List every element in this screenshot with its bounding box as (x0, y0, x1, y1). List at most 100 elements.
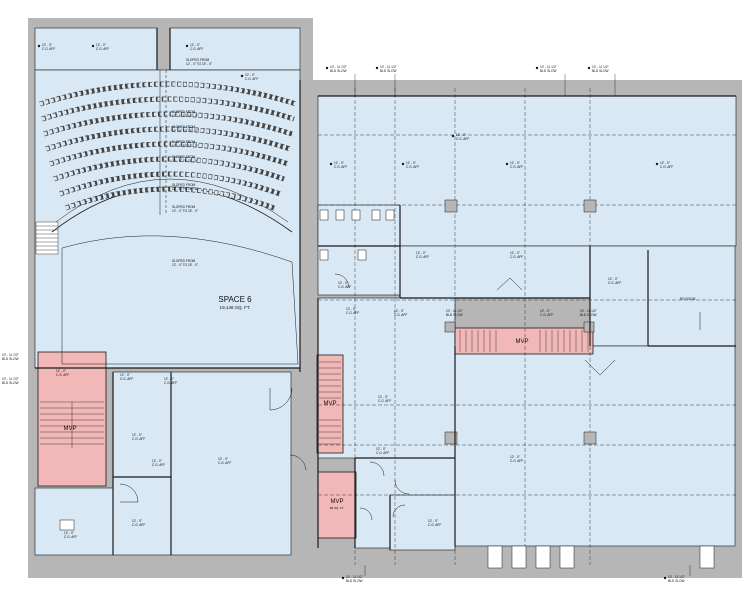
tag-19: 12' - 0"C.G. AFF (406, 161, 419, 169)
stage-outline (61, 235, 299, 365)
tag-01: 12' - 0"C.G. AFF (42, 43, 55, 51)
svg-text:SLOPED FROM: SLOPED FROM (172, 183, 196, 187)
svg-text:12' - 0": 12' - 0" (164, 377, 174, 381)
svg-text:12' - 0" TO 15' - 0": 12' - 0" TO 15' - 0" (172, 263, 198, 267)
svg-text:C.G. AFF: C.G. AFF (56, 373, 69, 377)
tag-31: 10' - 11 1/2"BLD SLOW (2, 353, 19, 361)
space-6-title: SPACE 6 (218, 295, 252, 304)
svg-text:12' - 0": 12' - 0" (64, 531, 74, 535)
svg-text:10' - 11 1/2": 10' - 11 1/2" (668, 575, 685, 579)
tag-21: 12' - 0"C.G. AFF (660, 161, 673, 169)
tag-30: 10' - 11 1/2"BLD SLOW (580, 309, 597, 317)
tag-26: 12' - 0"C.G. AFF (346, 307, 359, 315)
auditorium-seating (39, 70, 297, 233)
svg-text:12' - 0": 12' - 0" (56, 369, 66, 373)
svg-text:12' - 0" TO 15' - 0": 12' - 0" TO 15' - 0" (172, 187, 198, 191)
tag-18: 12' - 0"C.G. AFF (334, 161, 347, 169)
svg-text:10' - 11 1/2": 10' - 11 1/2" (580, 309, 597, 313)
tag-02: 12' - 0"C.G. AFF (96, 43, 109, 51)
column-grid (318, 88, 736, 565)
svg-text:C.G. AFF: C.G. AFF (334, 165, 347, 169)
svg-text:C.G. AFF: C.G. AFF (428, 523, 441, 527)
mvp-label-group: MVP MVP MVP MVP 85 SQ. FT. (63, 339, 528, 510)
tag-03: 12' - 0"C.G. AFF (190, 43, 203, 51)
svg-text:12' - 0": 12' - 0" (338, 281, 348, 285)
svg-text:C.G. AFF: C.G. AFF (96, 47, 109, 51)
svg-text:BLD SLOW: BLD SLOW (668, 579, 684, 583)
svg-text:C.G. AFF: C.G. AFF (132, 437, 145, 441)
svg-text:12' - 0": 12' - 0" (152, 459, 162, 463)
tag-markers (37, 44, 667, 580)
svg-text:SLOPED FROM: SLOPED FROM (172, 205, 196, 209)
mvp-label-left: MVP (63, 426, 76, 432)
tag-15: 10' - 11 1/2"BLD SLOW (540, 65, 557, 73)
svg-text:12' - 0": 12' - 0" (510, 161, 520, 165)
svg-text:12' - 0": 12' - 0" (120, 373, 130, 377)
tag-04: 12' - 0"C.G. AFF (245, 73, 258, 81)
svg-text:BLD SLOW: BLD SLOW (592, 69, 608, 73)
svg-text:12' - 0": 12' - 0" (334, 161, 344, 165)
mvp-zone-bottom (317, 471, 357, 539)
svg-text:C.G. AFF: C.G. AFF (346, 311, 359, 315)
svg-text:12' - 0" TO 15' - 0": 12' - 0" TO 15' - 0" (172, 209, 198, 213)
svg-text:BLD SLOW: BLD SLOW (540, 69, 556, 73)
tag-14: 10' - 11 1/2"BLD SLOW (380, 65, 397, 73)
tag-17: 12' - 0"C.G. AFF (456, 133, 469, 141)
stair-treads (40, 330, 589, 448)
tag-46: 10' - 11 1/2"BLD SLOW (668, 575, 685, 583)
svg-text:C.G. AFF: C.G. AFF (218, 461, 231, 465)
svg-text:12' - 0": 12' - 0" (660, 161, 670, 165)
tag-13: 10' - 11 1/2"BLD SLOW (330, 65, 347, 73)
svg-text:12' - 0" TO 15' - 0": 12' - 0" TO 15' - 0" (172, 159, 198, 163)
svg-text:12' - 0" TO 15' - 0": 12' - 0" TO 15' - 0" (186, 62, 212, 66)
svg-text:C.G. AFF: C.G. AFF (510, 255, 523, 259)
svg-text:C.G. AFF: C.G. AFF (245, 77, 258, 81)
svg-text:C.G. AFF: C.G. AFF (660, 165, 673, 169)
svg-text:SLOPED FROM: SLOPED FROM (172, 259, 196, 263)
svg-text:C.G. AFF: C.G. AFF (456, 137, 469, 141)
room-right-upper (589, 245, 736, 347)
svg-text:12' - 0" TO 15' - 0": 12' - 0" TO 15' - 0" (172, 114, 198, 118)
svg-text:C.G. AFF: C.G. AFF (540, 313, 553, 317)
svg-text:10' - 11 1/2": 10' - 11 1/2" (380, 65, 397, 69)
svg-text:SLOPED FROM: SLOPED FROM (186, 58, 210, 62)
svg-text:SLOPED FROM: SLOPED FROM (172, 140, 196, 144)
svg-text:C.G. AFF: C.G. AFF (190, 47, 203, 51)
tag-20: 12' - 0"C.G. AFF (510, 161, 523, 169)
room-left-office-b (112, 476, 172, 556)
svg-text:12' - 0": 12' - 0" (608, 277, 618, 281)
tag-42: 12' - 0"C.G. AFF (132, 519, 145, 527)
svg-text:12' - 0": 12' - 0" (132, 519, 142, 523)
mvp-label-bottom: MVP (330, 499, 343, 505)
svg-text:C.G. AFF: C.G. AFF (164, 381, 177, 385)
svg-text:C.G. AFF: C.G. AFF (42, 47, 55, 51)
svg-text:C.G. AFF: C.G. AFF (132, 523, 145, 527)
svg-text:12' - 0": 12' - 0" (416, 251, 426, 255)
svg-text:12' - 0": 12' - 0" (394, 309, 404, 313)
svg-text:12' - 0": 12' - 0" (406, 161, 416, 165)
tag-39: 12' - 0"C.G. AFF (378, 395, 391, 403)
svg-text:12' - 0": 12' - 0" (132, 433, 142, 437)
tag-47: RD.ROOM (680, 297, 696, 301)
svg-text:C.G. AFF: C.G. AFF (338, 285, 351, 289)
svg-text:BLD SLOW: BLD SLOW (580, 313, 596, 317)
room-bottom-mid (389, 494, 456, 551)
svg-text:BLD SLOW: BLD SLOW (330, 69, 346, 73)
svg-text:RD.ROOM: RD.ROOM (680, 297, 696, 301)
restroom-fixtures (319, 209, 395, 261)
tag-37: 12' - 0"C.G. AFF (152, 459, 165, 467)
window-bays (59, 519, 715, 569)
svg-text:12' - 0": 12' - 0" (510, 455, 520, 459)
tag-33: 12' - 0"C.G. AFF (56, 369, 69, 377)
room-space-6 (34, 69, 301, 369)
svg-text:BLD SLOW: BLD SLOW (380, 69, 396, 73)
svg-text:12' - 0": 12' - 0" (245, 73, 255, 77)
svg-text:C.G. AFF: C.G. AFF (510, 459, 523, 463)
tag-22: 12' - 0"C.G. AFF (416, 251, 429, 259)
svg-text:12' - 0": 12' - 0" (540, 309, 550, 313)
svg-text:10' - 11 1/2": 10' - 11 1/2" (2, 353, 19, 357)
svg-text:12' - 0" TO 15' - 0": 12' - 0" TO 15' - 0" (172, 144, 198, 148)
